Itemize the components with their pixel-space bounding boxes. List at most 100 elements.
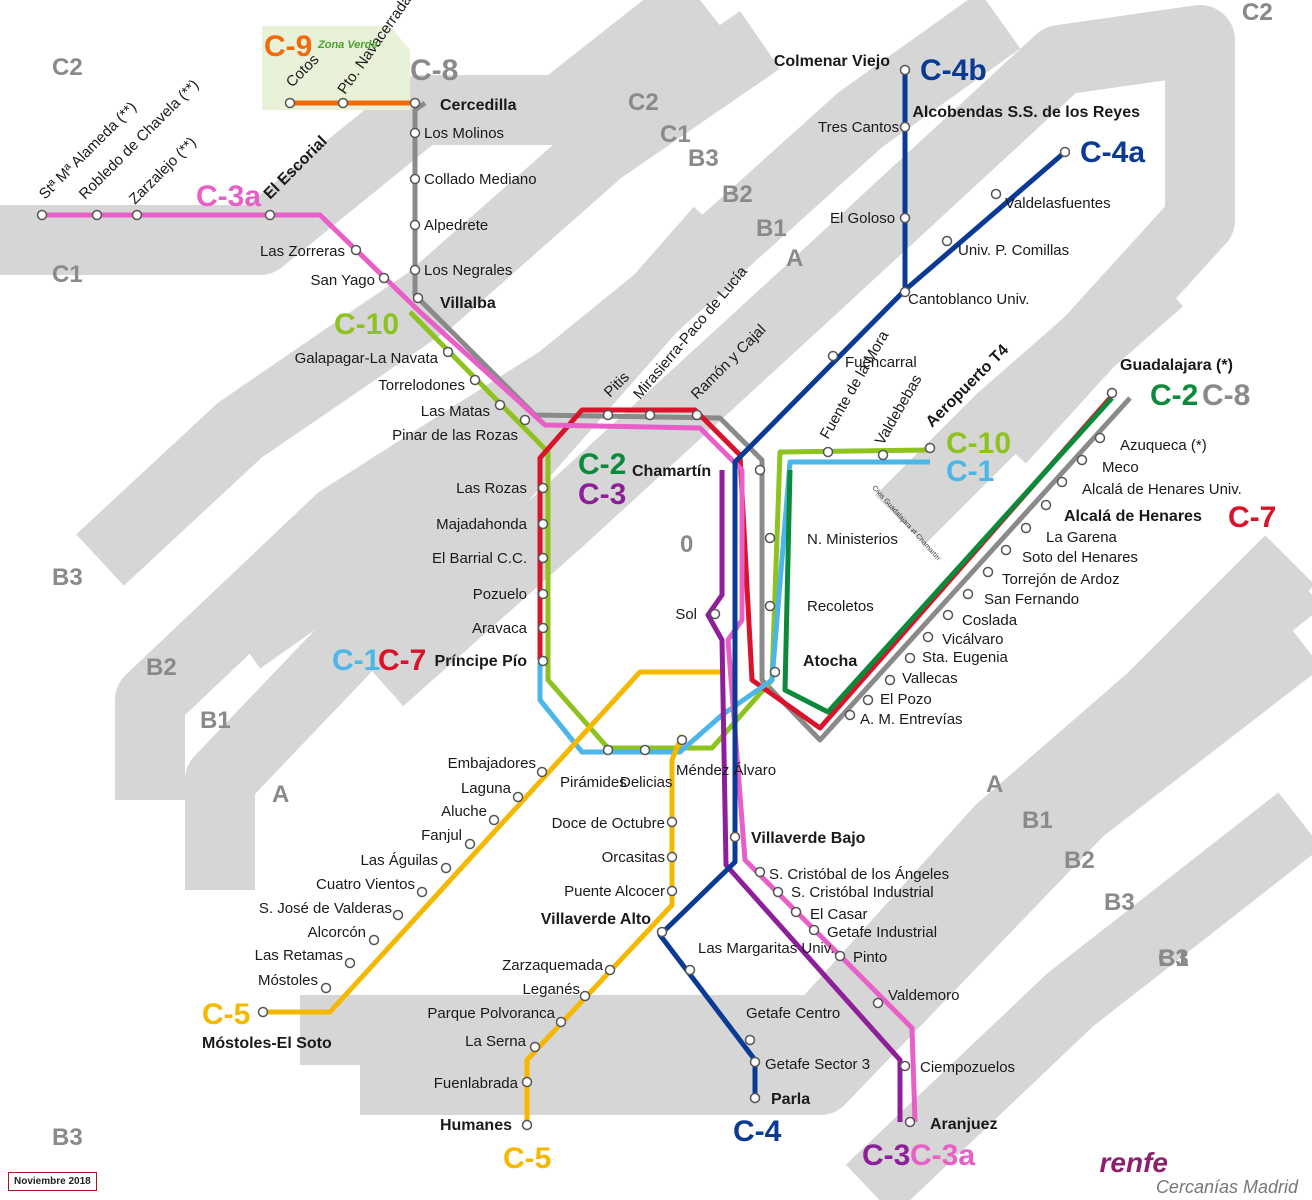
- badge-c-9[interactable]: C-9: [264, 30, 312, 63]
- station-stop-parla[interactable]: [749, 1092, 761, 1104]
- station-label-villalba[interactable]: Villalba: [440, 295, 496, 312]
- station-stop-el-pozo[interactable]: [862, 694, 874, 706]
- station-stop-mirasierra-paco-de-luci-a[interactable]: [644, 409, 656, 421]
- station-label-aluche[interactable]: Aluche: [441, 803, 487, 820]
- station-label-humanes[interactable]: Humanes: [440, 1117, 512, 1134]
- station-stop-getafe-sector-3[interactable]: [749, 1056, 761, 1068]
- station-stop-vallecas[interactable]: [884, 674, 896, 686]
- station-stop-los-negrales[interactable]: [409, 264, 421, 276]
- station-stop-valdebebas[interactable]: [877, 449, 889, 461]
- station-label-galapagar-la-navata[interactable]: Galapagar-La Navata: [295, 350, 439, 367]
- station-stop-ciempozuelos[interactable]: [899, 1060, 911, 1072]
- badge-c-5[interactable]: C-5: [503, 1142, 551, 1175]
- station-stop-pira-mides[interactable]: [602, 744, 614, 756]
- station-label-la-garena[interactable]: La Garena: [1046, 529, 1118, 546]
- station-stop-a-m-entrevi-as[interactable]: [844, 709, 856, 721]
- station-stop-coslada[interactable]: [942, 609, 954, 621]
- station-label-delicias[interactable]: Delicias: [620, 774, 673, 791]
- station-stop-majadahonda[interactable]: [537, 518, 549, 530]
- station-label-atocha[interactable]: Atocha: [803, 653, 857, 670]
- station-stop-san-fernando[interactable]: [962, 588, 974, 600]
- station-stop-alcala-de-henares-univ[interactable]: [1056, 476, 1068, 488]
- station-stop-embajadores[interactable]: [536, 766, 548, 778]
- station-stop-pinar-de-las-rozas[interactable]: [519, 414, 531, 426]
- station-stop-el-barrial-c-c[interactable]: [537, 552, 549, 564]
- station-stop-delicias[interactable]: [639, 744, 651, 756]
- station-label-doce-de-octubre[interactable]: Doce de Octubre: [552, 815, 665, 832]
- station-stop-valdemoro[interactable]: [872, 997, 884, 1009]
- station-stop-villaverde-bajo[interactable]: [729, 831, 741, 843]
- station-label-sta-eugenia[interactable]: Sta. Eugenia: [922, 649, 1009, 666]
- station-label-la-serna[interactable]: La Serna: [465, 1033, 527, 1050]
- badge-c-10[interactable]: C-10: [334, 308, 399, 341]
- station-stop-las-a-guilas[interactable]: [440, 862, 452, 874]
- station-stop-aravaca[interactable]: [537, 622, 549, 634]
- station-stop-atocha[interactable]: [769, 666, 781, 678]
- station-stop-cotos[interactable]: [284, 97, 296, 109]
- badge-c-3[interactable]: C-3: [578, 478, 626, 511]
- station-stop-guadalajara[interactable]: [1106, 387, 1118, 399]
- badge-c-7[interactable]: C-7: [378, 644, 426, 677]
- station-stop-alcorco-n[interactable]: [368, 934, 380, 946]
- station-stop-alpedrete[interactable]: [409, 219, 421, 231]
- station-label-sol[interactable]: Sol: [675, 606, 697, 623]
- station-stop-zarzaquemada[interactable]: [604, 964, 616, 976]
- station-stop-st-m-alameda[interactable]: [36, 209, 48, 221]
- station-label-san-yago[interactable]: San Yago: [310, 272, 375, 289]
- station-stop-cuatro-vientos[interactable]: [416, 886, 428, 898]
- station-stop-getafe-centro[interactable]: [744, 1034, 756, 1046]
- badge-c-1[interactable]: C-1: [332, 644, 380, 677]
- station-stop-univ-p-comillas[interactable]: [941, 235, 953, 247]
- station-label-chamarti-n[interactable]: Chamartín: [632, 463, 711, 480]
- station-stop-fuenlabrada[interactable]: [521, 1076, 533, 1088]
- station-label-alcobendas-s-s-de-los-reyes[interactable]: Alcobendas S.S. de los Reyes: [912, 104, 1140, 121]
- station-stop-sol[interactable]: [709, 608, 721, 620]
- station-stop-cantoblanco-univ[interactable]: [899, 286, 911, 298]
- station-label-las-rozas[interactable]: Las Rozas: [456, 480, 527, 497]
- station-stop-el-escorial[interactable]: [264, 209, 276, 221]
- station-stop-aeropuerto-t4[interactable]: [924, 442, 936, 454]
- station-label-majadahonda[interactable]: Majadahonda: [436, 516, 528, 533]
- station-label-pri-ncipe-pi-o[interactable]: Príncipe Pío: [435, 653, 528, 670]
- station-stop-san-yago[interactable]: [378, 272, 390, 284]
- station-label-cercedilla[interactable]: Cercedilla: [440, 97, 517, 114]
- station-label-el-goloso[interactable]: El Goloso: [830, 210, 895, 227]
- station-label-colmenar-viejo[interactable]: Colmenar Viejo: [774, 53, 890, 70]
- station-label-alpedrete[interactable]: Alpedrete: [424, 217, 488, 234]
- station-stop-soto-del-henares[interactable]: [1000, 544, 1012, 556]
- station-stop-zarzalejo[interactable]: [131, 209, 143, 221]
- station-label-fuencarral[interactable]: Fuencarral: [845, 354, 917, 371]
- station-label-coslada[interactable]: Coslada: [962, 612, 1018, 629]
- station-label-pinar-de-las-rozas[interactable]: Pinar de las Rozas: [392, 427, 518, 444]
- station-stop-alcala-de-henares[interactable]: [1040, 499, 1052, 511]
- badge-c-5[interactable]: C-5: [202, 998, 250, 1031]
- station-stop-colmenar-viejo[interactable]: [899, 64, 911, 76]
- station-stop-pto-navacerrada[interactable]: [337, 97, 349, 109]
- station-label-las-a-guilas[interactable]: Las Águilas: [360, 852, 438, 869]
- station-label-guadalajara[interactable]: Guadalajara (*): [1120, 357, 1233, 374]
- station-label-los-molinos[interactable]: Los Molinos: [424, 125, 504, 142]
- station-stop-azuqueca[interactable]: [1094, 432, 1106, 444]
- station-stop-las-margaritas-univ[interactable]: [684, 964, 696, 976]
- station-label-alcorco-n[interactable]: Alcorcón: [308, 924, 366, 941]
- station-label-valdemoro[interactable]: Valdemoro: [888, 987, 959, 1004]
- station-label-las-retamas[interactable]: Las Retamas: [255, 947, 343, 964]
- badge-c-7[interactable]: C-7: [1228, 501, 1276, 534]
- station-label-vica-lvaro[interactable]: Vicálvaro: [942, 631, 1003, 648]
- station-label-los-negrales[interactable]: Los Negrales: [424, 262, 512, 279]
- station-stop-cercedilla[interactable]: [409, 97, 421, 109]
- station-stop-vica-lvaro[interactable]: [922, 631, 934, 643]
- station-stop-galapagar-la-navata[interactable]: [442, 346, 454, 358]
- station-stop-orcasitas[interactable]: [666, 851, 678, 863]
- station-stop-el-casar[interactable]: [790, 906, 802, 918]
- badge-c-4b[interactable]: C-4b: [920, 54, 987, 87]
- badge-c-4[interactable]: C-4: [733, 1115, 782, 1148]
- station-stop-legane-s[interactable]: [579, 990, 591, 1002]
- station-stop-laguna[interactable]: [512, 791, 524, 803]
- station-label-pozuelo[interactable]: Pozuelo: [473, 586, 527, 603]
- station-stop-recoletos[interactable]: [764, 600, 776, 612]
- station-label-torrelodones[interactable]: Torrelodones: [378, 377, 465, 394]
- station-stop-pozuelo[interactable]: [537, 588, 549, 600]
- station-stop-me-ndez-a-lvaro[interactable]: [676, 734, 688, 746]
- station-label-parla[interactable]: Parla: [771, 1091, 810, 1108]
